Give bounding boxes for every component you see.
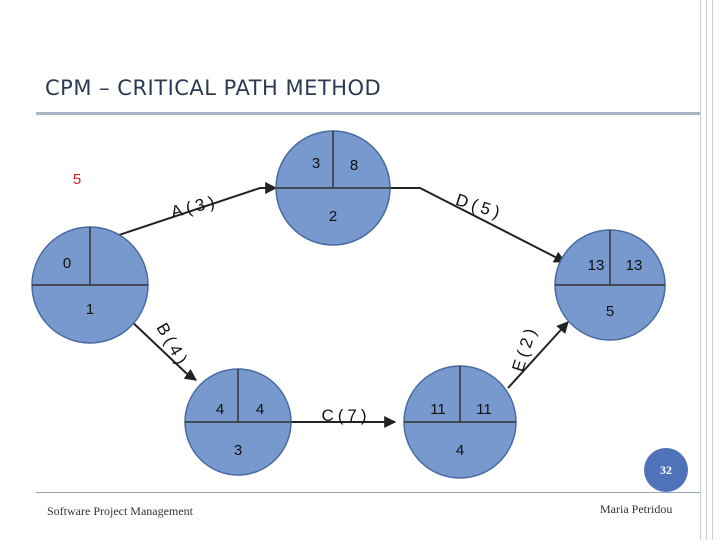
node-2-earliest: 3 — [312, 155, 320, 172]
node-4-number: 4 — [456, 442, 464, 459]
activity-label-b: B(4) — [153, 320, 194, 371]
slide-border-line — [700, 0, 701, 540]
footer-author: Maria Petridou — [600, 502, 673, 516]
node-1-earliest: 0 — [63, 255, 71, 272]
title-underline — [36, 112, 700, 115]
node-3: 4 4 3 — [184, 368, 292, 476]
activity-label-c: C(7) — [321, 406, 370, 425]
footer-rule — [36, 492, 700, 493]
node-3-earliest: 4 — [216, 401, 224, 418]
slide-border-line — [706, 0, 707, 540]
node-2-latest: 8 — [350, 157, 358, 174]
slide-title: CPM – CRITICAL PATH METHOD — [45, 76, 382, 100]
page-number-badge: 32 — [644, 448, 688, 492]
arrow-d — [390, 187, 567, 263]
activity-label-a: A(3) — [169, 192, 220, 222]
arrow-e — [507, 321, 569, 389]
node-1: 0 1 — [31, 226, 149, 344]
node-4: 11 11 4 — [403, 365, 517, 479]
node-5: 13 13 5 — [554, 229, 666, 341]
node-1-number: 1 — [86, 301, 94, 318]
node-2-number: 2 — [329, 208, 337, 225]
node-3-number: 3 — [234, 442, 242, 459]
slide-border-line — [712, 0, 713, 540]
node-4-latest: 11 — [476, 401, 492, 418]
node-5-latest: 13 — [626, 257, 643, 274]
node-5-earliest: 13 — [588, 257, 605, 274]
node-4-earliest: 11 — [430, 401, 446, 418]
node-2: 3 8 2 — [275, 130, 391, 246]
annotation-value: 5 — [73, 171, 81, 188]
arrow-b — [127, 317, 197, 381]
node-3-latest: 4 — [256, 401, 264, 418]
node-5-number: 5 — [606, 303, 614, 320]
footer-course-title: Software Project Management — [47, 504, 193, 518]
activity-label-e: E(2) — [508, 322, 541, 374]
